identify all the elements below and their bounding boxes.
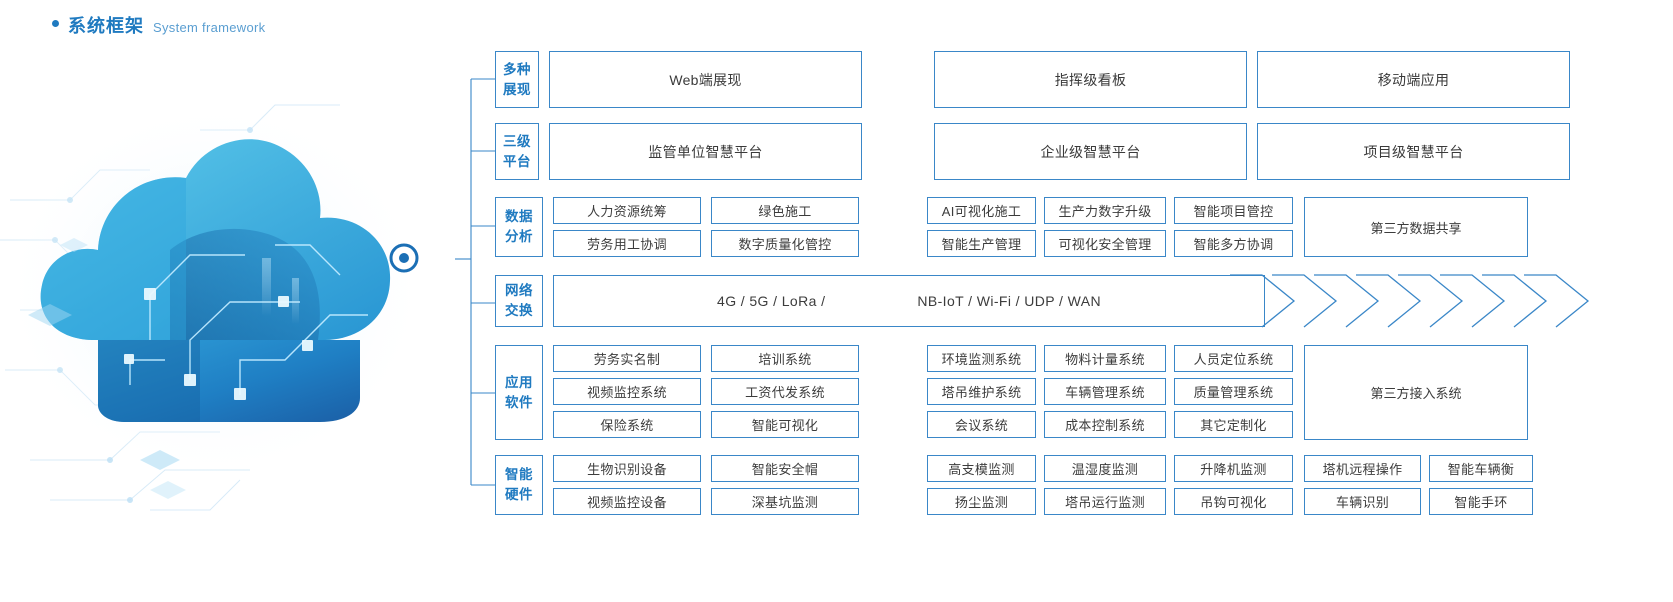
cell-smart-multiparty-coord[interactable]: 智能多方协调 <box>1174 230 1293 257</box>
cell-hoist-monitoring[interactable]: 升降机监测 <box>1174 455 1293 482</box>
row-platform: 三级 平台 监管单位智慧平台 企业级智慧平台 项目级智慧平台 <box>495 123 1570 180</box>
cell-vehicle-management[interactable]: 车辆管理系统 <box>1044 378 1166 405</box>
row-smart-hardware: 智能 硬件 生物识别设备 智能安全帽 视频监控设备 深基坑监测 <box>495 455 1673 515</box>
cell-video-surveillance-system[interactable]: 视频监控系统 <box>553 378 701 405</box>
cell-insurance-system[interactable]: 保险系统 <box>553 411 701 438</box>
row-label-line2: 交换 <box>505 303 533 318</box>
page-title-en: System framework <box>153 20 266 35</box>
cell-visual-safety-mgmt[interactable]: 可视化安全管理 <box>1044 230 1166 257</box>
cell-smart-production-mgmt[interactable]: 智能生产管理 <box>927 230 1036 257</box>
cell-training-system[interactable]: 培训系统 <box>711 345 859 372</box>
cell-regulator-platform[interactable]: 监管单位智慧平台 <box>549 123 862 180</box>
framework-body: 多种 展现 Web端展现 指挥级看板 移动端应用 三级 平台 监管单位智慧平台 … <box>455 45 1673 523</box>
cell-mobile-app[interactable]: 移动端应用 <box>1257 51 1570 108</box>
row-label-line2: 分析 <box>505 229 533 244</box>
app-left-group: 劳务实名制 培训系统 视频监控系统 工资代发系统 保险系统 智能可视化 <box>553 345 859 440</box>
cell-environment-monitoring[interactable]: 环境监测系统 <box>927 345 1036 372</box>
row-label-smart-hardware: 智能 硬件 <box>495 455 543 515</box>
cell-conference-system[interactable]: 会议系统 <box>927 411 1036 438</box>
cell-ai-visual-construction[interactable]: AI可视化施工 <box>927 197 1036 224</box>
cell-smart-weighbridge[interactable]: 智能车辆衡 <box>1429 455 1533 482</box>
row-label-line2: 平台 <box>503 153 531 169</box>
cell-quality-management[interactable]: 质量管理系统 <box>1174 378 1293 405</box>
row-label-line2: 软件 <box>505 394 533 410</box>
row-application-software: 应用 软件 劳务实名制 培训系统 视频监控系统 工资代发系统 保险系统 <box>495 345 1570 440</box>
cell-web-presentation[interactable]: Web端展现 <box>549 51 862 108</box>
cell-enterprise-platform[interactable]: 企业级智慧平台 <box>934 123 1247 180</box>
cell-deep-pit-monitoring[interactable]: 深基坑监测 <box>711 488 859 515</box>
page-title-cn: 系统框架 <box>68 16 144 36</box>
hw-mid-group: 高支模监测 温湿度监测 升降机监测 扬尘监测 塔吊运行监测 吊钩可视化 <box>927 455 1293 515</box>
hw-left-group: 生物识别设备 智能安全帽 视频监控设备 深基坑监测 <box>553 455 859 515</box>
row-label-network: 网络 交换 <box>495 275 543 327</box>
cell-third-party-access-system[interactable]: 第三方接入系统 <box>1304 345 1528 440</box>
data-analysis-left-group: 人力资源统筹 绿色施工 劳务用工协调 数字质量化管控 <box>553 197 859 257</box>
cell-third-party-data-sharing[interactable]: 第三方数据共享 <box>1304 197 1528 257</box>
cell-green-construction[interactable]: 绿色施工 <box>711 197 859 224</box>
hw-right-group: 塔机远程操作 智能车辆衡 车辆识别 智能手环 <box>1304 455 1533 515</box>
cloud-graphic <box>0 100 430 511</box>
cell-dust-monitoring[interactable]: 扬尘监测 <box>927 488 1036 515</box>
cell-biometric-device[interactable]: 生物识别设备 <box>553 455 701 482</box>
row-label-line1: 数据 <box>505 209 533 225</box>
cell-other-customization[interactable]: 其它定制化 <box>1174 411 1293 438</box>
cell-smart-helmet[interactable]: 智能安全帽 <box>711 455 859 482</box>
cell-tower-remote-operation[interactable]: 塔机远程操作 <box>1304 455 1421 482</box>
cell-labor-coordination[interactable]: 劳务用工协调 <box>553 230 701 257</box>
row-presentation: 多种 展现 Web端展现 指挥级看板 移动端应用 <box>495 51 1570 108</box>
network-band[interactable]: 4G / 5G / LoRa / NB-IoT / Wi-Fi / UDP / … <box>553 275 1265 327</box>
cell-vehicle-recognition[interactable]: 车辆识别 <box>1304 488 1421 515</box>
cell-formwork-monitoring[interactable]: 高支模监测 <box>927 455 1036 482</box>
cell-video-monitor-device[interactable]: 视频监控设备 <box>553 488 701 515</box>
cell-command-dashboard[interactable]: 指挥级看板 <box>934 51 1247 108</box>
row-label-line1: 网络 <box>505 283 533 299</box>
cell-hr-coordination[interactable]: 人力资源统筹 <box>553 197 701 224</box>
cell-material-metering[interactable]: 物料计量系统 <box>1044 345 1166 372</box>
row-label-line1: 应用 <box>505 374 533 390</box>
row-network: 网络 交换 4G / 5G / LoRa / NB-IoT / Wi-Fi / … <box>495 275 1570 327</box>
cell-payroll-system[interactable]: 工资代发系统 <box>711 378 859 405</box>
cell-smart-project-control[interactable]: 智能项目管控 <box>1174 197 1293 224</box>
bracket-connector <box>455 78 497 486</box>
row-label-line2: 展现 <box>503 81 531 97</box>
row-label-line1: 多种 <box>503 61 531 77</box>
row-label-line1: 智能 <box>505 467 533 483</box>
cell-project-platform[interactable]: 项目级智慧平台 <box>1257 123 1570 180</box>
cell-personnel-positioning[interactable]: 人员定位系统 <box>1174 345 1293 372</box>
cell-smart-wristband[interactable]: 智能手环 <box>1429 488 1533 515</box>
cell-hook-visualization[interactable]: 吊钩可视化 <box>1174 488 1293 515</box>
cell-productivity-upgrade[interactable]: 生产力数字升级 <box>1044 197 1166 224</box>
cell-crane-operation-monitoring[interactable]: 塔吊运行监测 <box>1044 488 1166 515</box>
cell-cost-control[interactable]: 成本控制系统 <box>1044 411 1166 438</box>
row-label-line2: 硬件 <box>505 487 533 502</box>
row-label-application-software: 应用 软件 <box>495 345 543 440</box>
cloud-illustration <box>0 40 470 540</box>
row-label-presentation: 多种 展现 <box>495 51 539 108</box>
cell-crane-maintenance[interactable]: 塔吊维护系统 <box>927 378 1036 405</box>
page-title: 系统框架 System framework <box>52 12 265 38</box>
network-protocols-left: 4G / 5G / LoRa / <box>717 293 826 309</box>
row-label-line1: 三级 <box>503 133 531 149</box>
cell-labor-realname[interactable]: 劳务实名制 <box>553 345 701 372</box>
row-data-analysis: 数据 分析 人力资源统筹 绿色施工 劳务用工协调 数字质量化管控 <box>495 197 1570 257</box>
row-label-platform: 三级 平台 <box>495 123 539 180</box>
cell-smart-visualization[interactable]: 智能可视化 <box>711 411 859 438</box>
row-label-data-analysis: 数据 分析 <box>495 197 543 257</box>
data-analysis-mid-group: AI可视化施工 生产力数字升级 智能项目管控 智能生产管理 可视化安全管理 智能… <box>927 197 1293 257</box>
network-protocols-right: NB-IoT / Wi-Fi / UDP / WAN <box>917 293 1101 309</box>
bullet-icon <box>52 20 59 27</box>
cell-temp-humidity-monitoring[interactable]: 温湿度监测 <box>1044 455 1166 482</box>
app-mid-group: 环境监测系统 物料计量系统 人员定位系统 塔吊维护系统 车辆管理系统 质量管理系… <box>927 345 1293 440</box>
cell-digital-quality-control[interactable]: 数字质量化管控 <box>711 230 859 257</box>
